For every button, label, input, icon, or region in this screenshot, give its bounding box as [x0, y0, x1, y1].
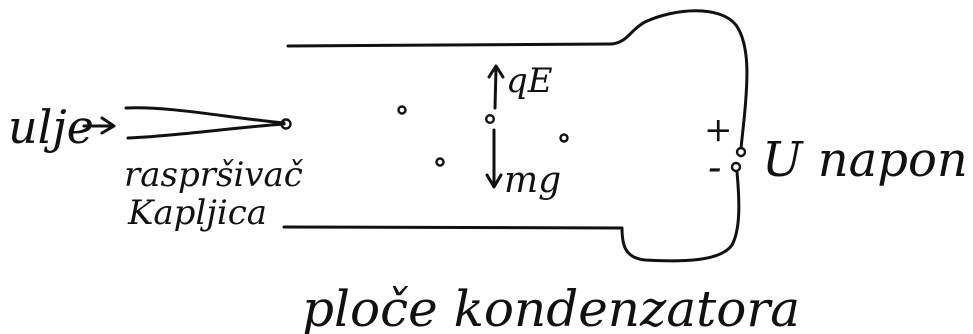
plus-sign: +	[704, 110, 733, 150]
atomizer-nozzle	[124, 106, 286, 125]
oil-droplet	[397, 105, 407, 115]
atomizer-tip	[280, 118, 292, 130]
oil-droplet	[485, 113, 496, 124]
atomizer-body	[126, 122, 286, 140]
lower-capacitor-plate	[282, 225, 624, 230]
upper-capacitor-plate	[286, 42, 614, 48]
oil-droplet	[435, 157, 445, 167]
minus-sign: -	[708, 145, 722, 191]
electric-force-arrow	[487, 64, 505, 110]
oil-arrow	[82, 116, 116, 135]
force-mg-label: mg	[504, 160, 561, 201]
capacitor-plates-label: ploče kondenzatora	[302, 280, 800, 334]
gravity-force-arrow	[485, 128, 503, 189]
atomizer-label: raspršivač	[124, 155, 304, 195]
oil-label: ulje	[8, 100, 94, 154]
oil-droplet	[559, 133, 569, 143]
lower-wire	[620, 170, 741, 263]
negative-terminal	[730, 161, 742, 173]
positive-terminal	[735, 146, 747, 158]
droplet-label: Kapljica	[127, 193, 267, 233]
force-qe-label: qE	[506, 61, 553, 101]
voltage-label: U napon	[762, 132, 968, 188]
upper-wire	[610, 9, 749, 150]
